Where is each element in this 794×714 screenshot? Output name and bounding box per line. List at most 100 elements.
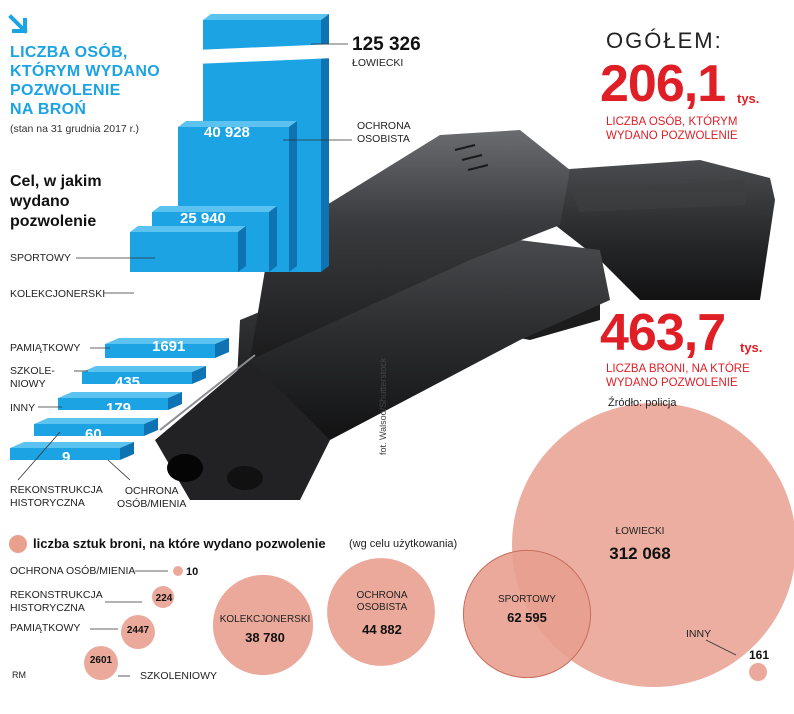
bar-value-ochrona-osobista: 40 928	[204, 124, 250, 141]
bubble-label-inny: INNY	[686, 628, 712, 640]
bar-top-3	[130, 226, 246, 232]
bar-value-rekonstrukcja: 60	[85, 426, 102, 443]
total-persons-value: 206,1	[600, 55, 726, 113]
bar-value-inny: 179	[106, 400, 132, 417]
bar-label-ochrona-osob: OCHRONA OSÓB/MIENIA	[117, 485, 187, 510]
bar-value-sportowy: 25 940	[180, 210, 226, 227]
bubble-value-szkoleniowy: 2601	[89, 655, 113, 666]
bar-label-ochrona-osobista: OCHRONA OSOBISTA	[357, 120, 411, 146]
bubble-2	[327, 558, 435, 666]
bar-leader-lines	[17, 43, 352, 481]
bubble-value-pamiatkowy: 2447	[126, 625, 150, 636]
bubble-label-ochrona-osob: OCHRONA OSÓB/MIENIA	[10, 565, 136, 577]
total-weapons-caption: LICZBA BRONI, NA KTÓRE WYDANO POZWOLENIE	[606, 362, 750, 390]
bar-label-inny: INNY	[10, 402, 36, 414]
total-heading: OGÓŁEM:	[606, 28, 723, 53]
bubble-chart	[84, 403, 794, 687]
legend-swatch	[9, 535, 27, 553]
bar-5	[82, 372, 192, 384]
bar-side-7	[144, 418, 158, 436]
bar-top-6	[58, 392, 182, 398]
bubble-5	[121, 615, 155, 649]
title-line: POZWOLENIE	[10, 82, 121, 99]
bar-label-kolekcjonerski: KOLEKCJONERSKI	[10, 288, 106, 300]
bubble-value-ochrona-osobista: 44 882	[362, 622, 402, 637]
purpose-heading-line: wydano	[10, 193, 70, 210]
bubble-overlap-outline	[462, 549, 592, 679]
source-note: Źródło: policja	[608, 397, 677, 409]
bar-4	[105, 344, 215, 358]
legend-title: liczba sztuk broni, na które wydano pozw…	[33, 536, 326, 551]
bar-side-0	[321, 14, 329, 272]
bar-top-1	[178, 121, 297, 127]
title-line: KTÓRYM WYDANO	[10, 63, 160, 80]
total-weapons-value: 463,7	[600, 304, 726, 362]
bar-side-8	[120, 442, 134, 460]
bar-label-pamiatkowy: PAMIĄTKOWY	[10, 342, 81, 354]
caption-line: WYDANO POZWOLENIE	[606, 377, 738, 389]
bubble-4	[84, 646, 118, 680]
bubble-3	[212, 574, 314, 676]
author-credit: RM	[12, 670, 26, 680]
bar-leader-8	[107, 459, 131, 481]
bar-value-kolekcjonerski: 11 556	[175, 283, 221, 300]
bubble-label-ochrona-osobista: OCHRONA OSOBISTA	[356, 590, 408, 613]
bubble-label-sportowy: SPORTOWY	[498, 594, 556, 605]
bar-side-2	[269, 206, 277, 272]
purpose-heading-line: Cel, w jakim	[10, 173, 102, 190]
bar-3	[130, 232, 238, 272]
bubble-6	[152, 586, 174, 608]
bubble-value-ochrona-osob: 10	[186, 566, 199, 578]
bar-side-3	[238, 226, 246, 272]
title-line: NA BROŃ	[10, 101, 87, 118]
bar-chart	[10, 14, 335, 460]
bubble-value-sportowy: 62 595	[507, 610, 547, 625]
photo-credit: fot. Walsoo/Shutterstock	[378, 357, 388, 455]
bar-label-lowiecki: ŁOWIECKI	[352, 57, 404, 69]
bar-top-2	[152, 206, 277, 212]
bar-6	[58, 398, 168, 410]
bubble-value-rekonstrukcja: 224	[155, 593, 173, 604]
pistol-photo	[155, 130, 775, 500]
purpose-heading: Cel, w jakim wydano pozwolenie	[10, 172, 140, 232]
caption-line: WYDANO POZWOLENIE	[606, 130, 738, 142]
bubble-7	[749, 663, 767, 681]
bubble-value-kolekcjonerski: 38 780	[245, 630, 285, 645]
bar-7	[34, 424, 144, 436]
total-weapons-unit: tys.	[740, 340, 763, 355]
chart-title: LICZBA OSÓB, KTÓRYM WYDANO POZWOLENIE NA…	[10, 43, 200, 119]
bar-value-pamiatkowy: 1691	[152, 338, 186, 355]
bar-label-line: OCHRONA OSOBISTA	[357, 120, 411, 145]
bubble-label-kolekcjonerski: KOLEKCJONERSKI	[219, 614, 311, 625]
bubble-label-rekonstrukcja: REKONSTRUKCJA HISTORYCZNA	[10, 589, 103, 614]
total-persons-caption: LICZBA OSÓB, KTÓRYM WYDANO POZWOLENIE	[606, 115, 738, 143]
bubble-8	[173, 566, 183, 576]
caption-line: LICZBA BRONI, NA KTÓRE	[606, 363, 750, 375]
bar-value-lowiecki: 125 326	[352, 34, 421, 55]
title-line: LICZBA OSÓB,	[10, 44, 128, 61]
bubble-label-lowiecki: ŁOWIECKI	[615, 526, 665, 537]
axis-break	[195, 44, 335, 64]
date-note: (stan na 31 grudnia 2017 r.)	[10, 123, 140, 135]
bar-top-0	[203, 14, 329, 20]
bar-8	[10, 448, 120, 460]
bar-leader-7	[17, 431, 61, 481]
bar-side-5	[192, 366, 206, 384]
purpose-heading-line: pozwolenie	[10, 213, 97, 230]
caption-line: LICZBA OSÓB, KTÓRYM	[606, 116, 738, 128]
bar-side-1	[289, 121, 297, 272]
bar-value-ochrona-osob: 9	[62, 449, 71, 466]
total-persons-unit: tys.	[737, 91, 760, 106]
bar-side-4	[215, 338, 229, 358]
bar-top-4	[105, 338, 229, 344]
bubble-label-pamiatkowy: PAMIĄTKOWY	[10, 622, 81, 634]
bar-label-rekonstrukcja: REKONSTRUKCJA HISTORYCZNA	[10, 484, 103, 509]
bubble-label-szkoleniowy: SZKOLENIOWY	[140, 670, 218, 682]
bar-label-szkoleniowy: SZKOLE- NIOWY	[10, 365, 55, 390]
bar-top-7	[34, 418, 158, 424]
bar-side-6	[168, 392, 182, 410]
bubble-1	[463, 550, 591, 678]
legend-note: (wg celu użytkowania)	[349, 538, 458, 550]
bubble-leader-lines	[90, 570, 737, 677]
